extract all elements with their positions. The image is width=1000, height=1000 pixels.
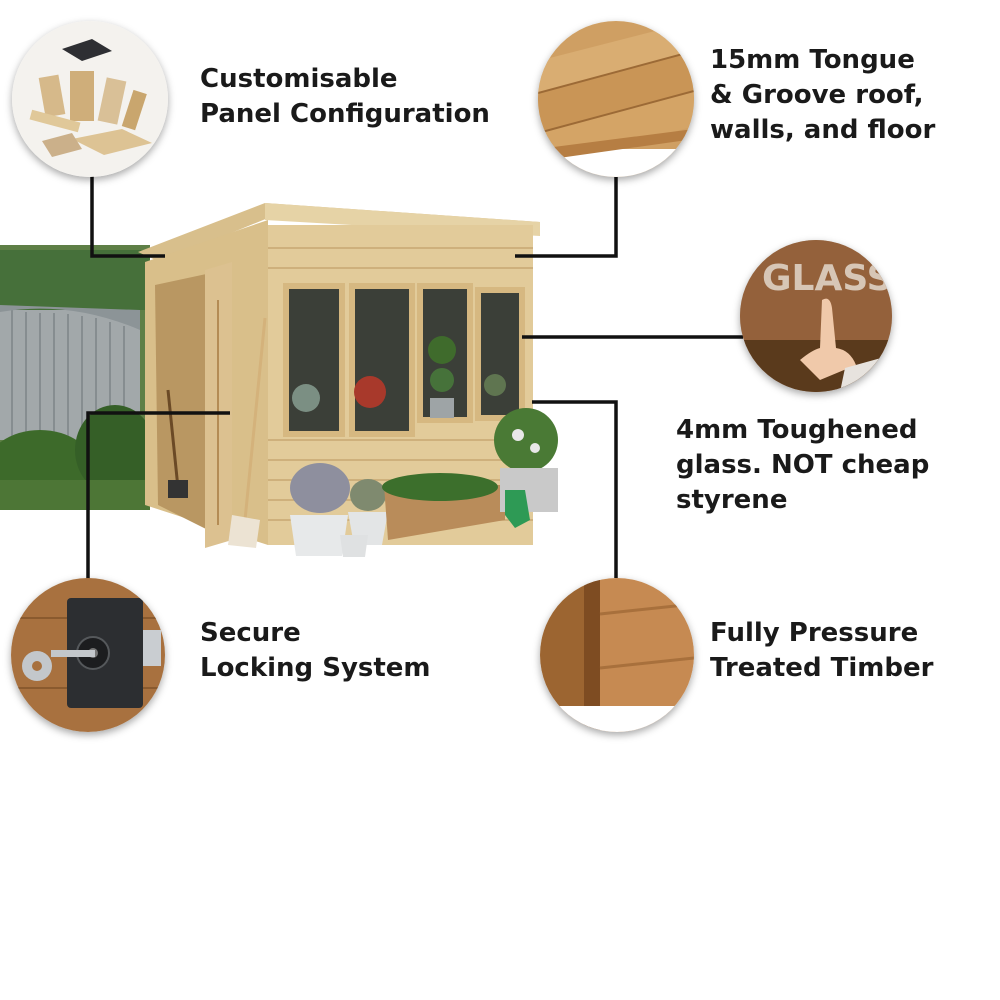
feature-panel-configuration: Customisable Panel Configuration (200, 64, 490, 129)
feature-toughened-glass: 4mm Toughened glass. NOT cheap styrene (676, 415, 930, 515)
rim-lock-key-icon (11, 578, 165, 732)
wood-board-closeup-icon (538, 21, 694, 177)
garden-pots (290, 408, 558, 557)
exploded-shed-panels-icon (12, 21, 168, 177)
garden-backdrop (0, 245, 155, 510)
glass-pane-finger-icon: GLASS (740, 240, 892, 392)
connector-lines (86, 172, 743, 580)
feature-pressure-treated: Fully Pressure Treated Timber (710, 618, 934, 683)
connector-tongue-groove (515, 172, 618, 258)
connector-timber (532, 400, 618, 578)
glass-lettering: GLASS (762, 258, 892, 299)
feature-locking-system: Secure Locking System (200, 618, 431, 683)
connector-lock (86, 411, 230, 580)
feature-tongue-groove: 15mm Tongue & Groove roof, walls, and fl… (710, 45, 936, 145)
shed-windows (283, 283, 525, 437)
connector-panel (90, 175, 165, 258)
timber-cross-section-icon (540, 578, 694, 732)
